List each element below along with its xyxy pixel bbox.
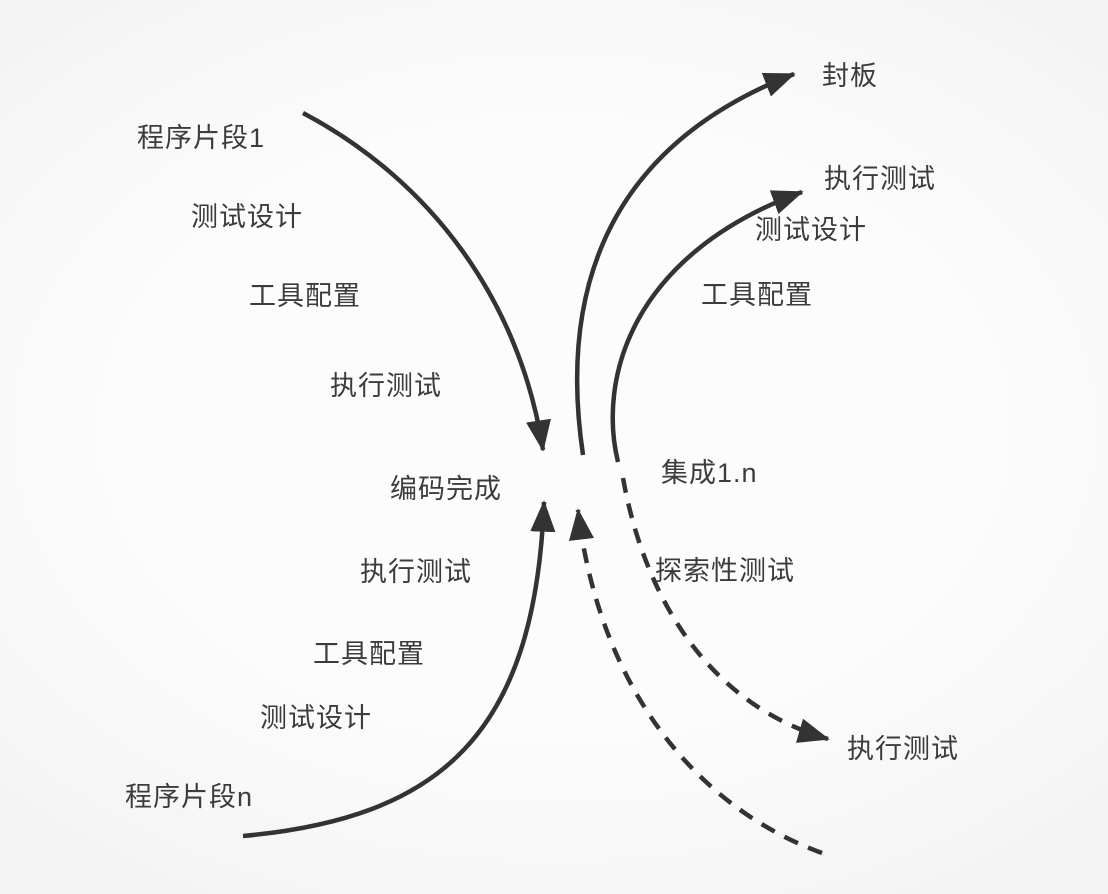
label-tool-config-upper-left: 工具配置 [249,281,361,311]
label-exploratory-test: 探索性测试 [655,556,795,586]
arrow-coding-complete-to-seal-board [574,71,796,456]
label-tool-config-right: 工具配置 [701,280,813,310]
label-execute-test-upper-right: 执行测试 [824,164,936,194]
label-coding-complete: 编码完成 [390,474,502,504]
label-execute-test-lower-right: 执行测试 [847,734,959,764]
label-fragment-1: 程序片段1 [137,123,266,153]
arrow-coding-complete-to-execute-test-lower-right-dashed [620,477,830,743]
arrow-fragment-n-to-coding-complete [242,500,556,839]
label-test-design-right: 测试设计 [755,215,867,245]
arrow-fragment1-to-coding-complete [301,111,551,452]
label-execute-test-lower-left: 执行测试 [360,557,472,587]
label-integration-1n: 集成1.n [661,458,758,488]
label-fragment-n: 程序片段n [125,782,254,812]
arrow-integration-to-coding-complete-dashed [568,508,823,856]
label-test-design-upper-left: 测试设计 [191,202,303,232]
label-seal-board: 封板 [822,61,878,91]
arrow-coding-complete-to-execute-test-upper-right [610,189,804,463]
label-tool-config-lower-left: 工具配置 [313,639,425,669]
label-test-design-lower-left: 测试设计 [260,703,372,733]
label-execute-test-upper-left: 执行测试 [330,371,442,401]
